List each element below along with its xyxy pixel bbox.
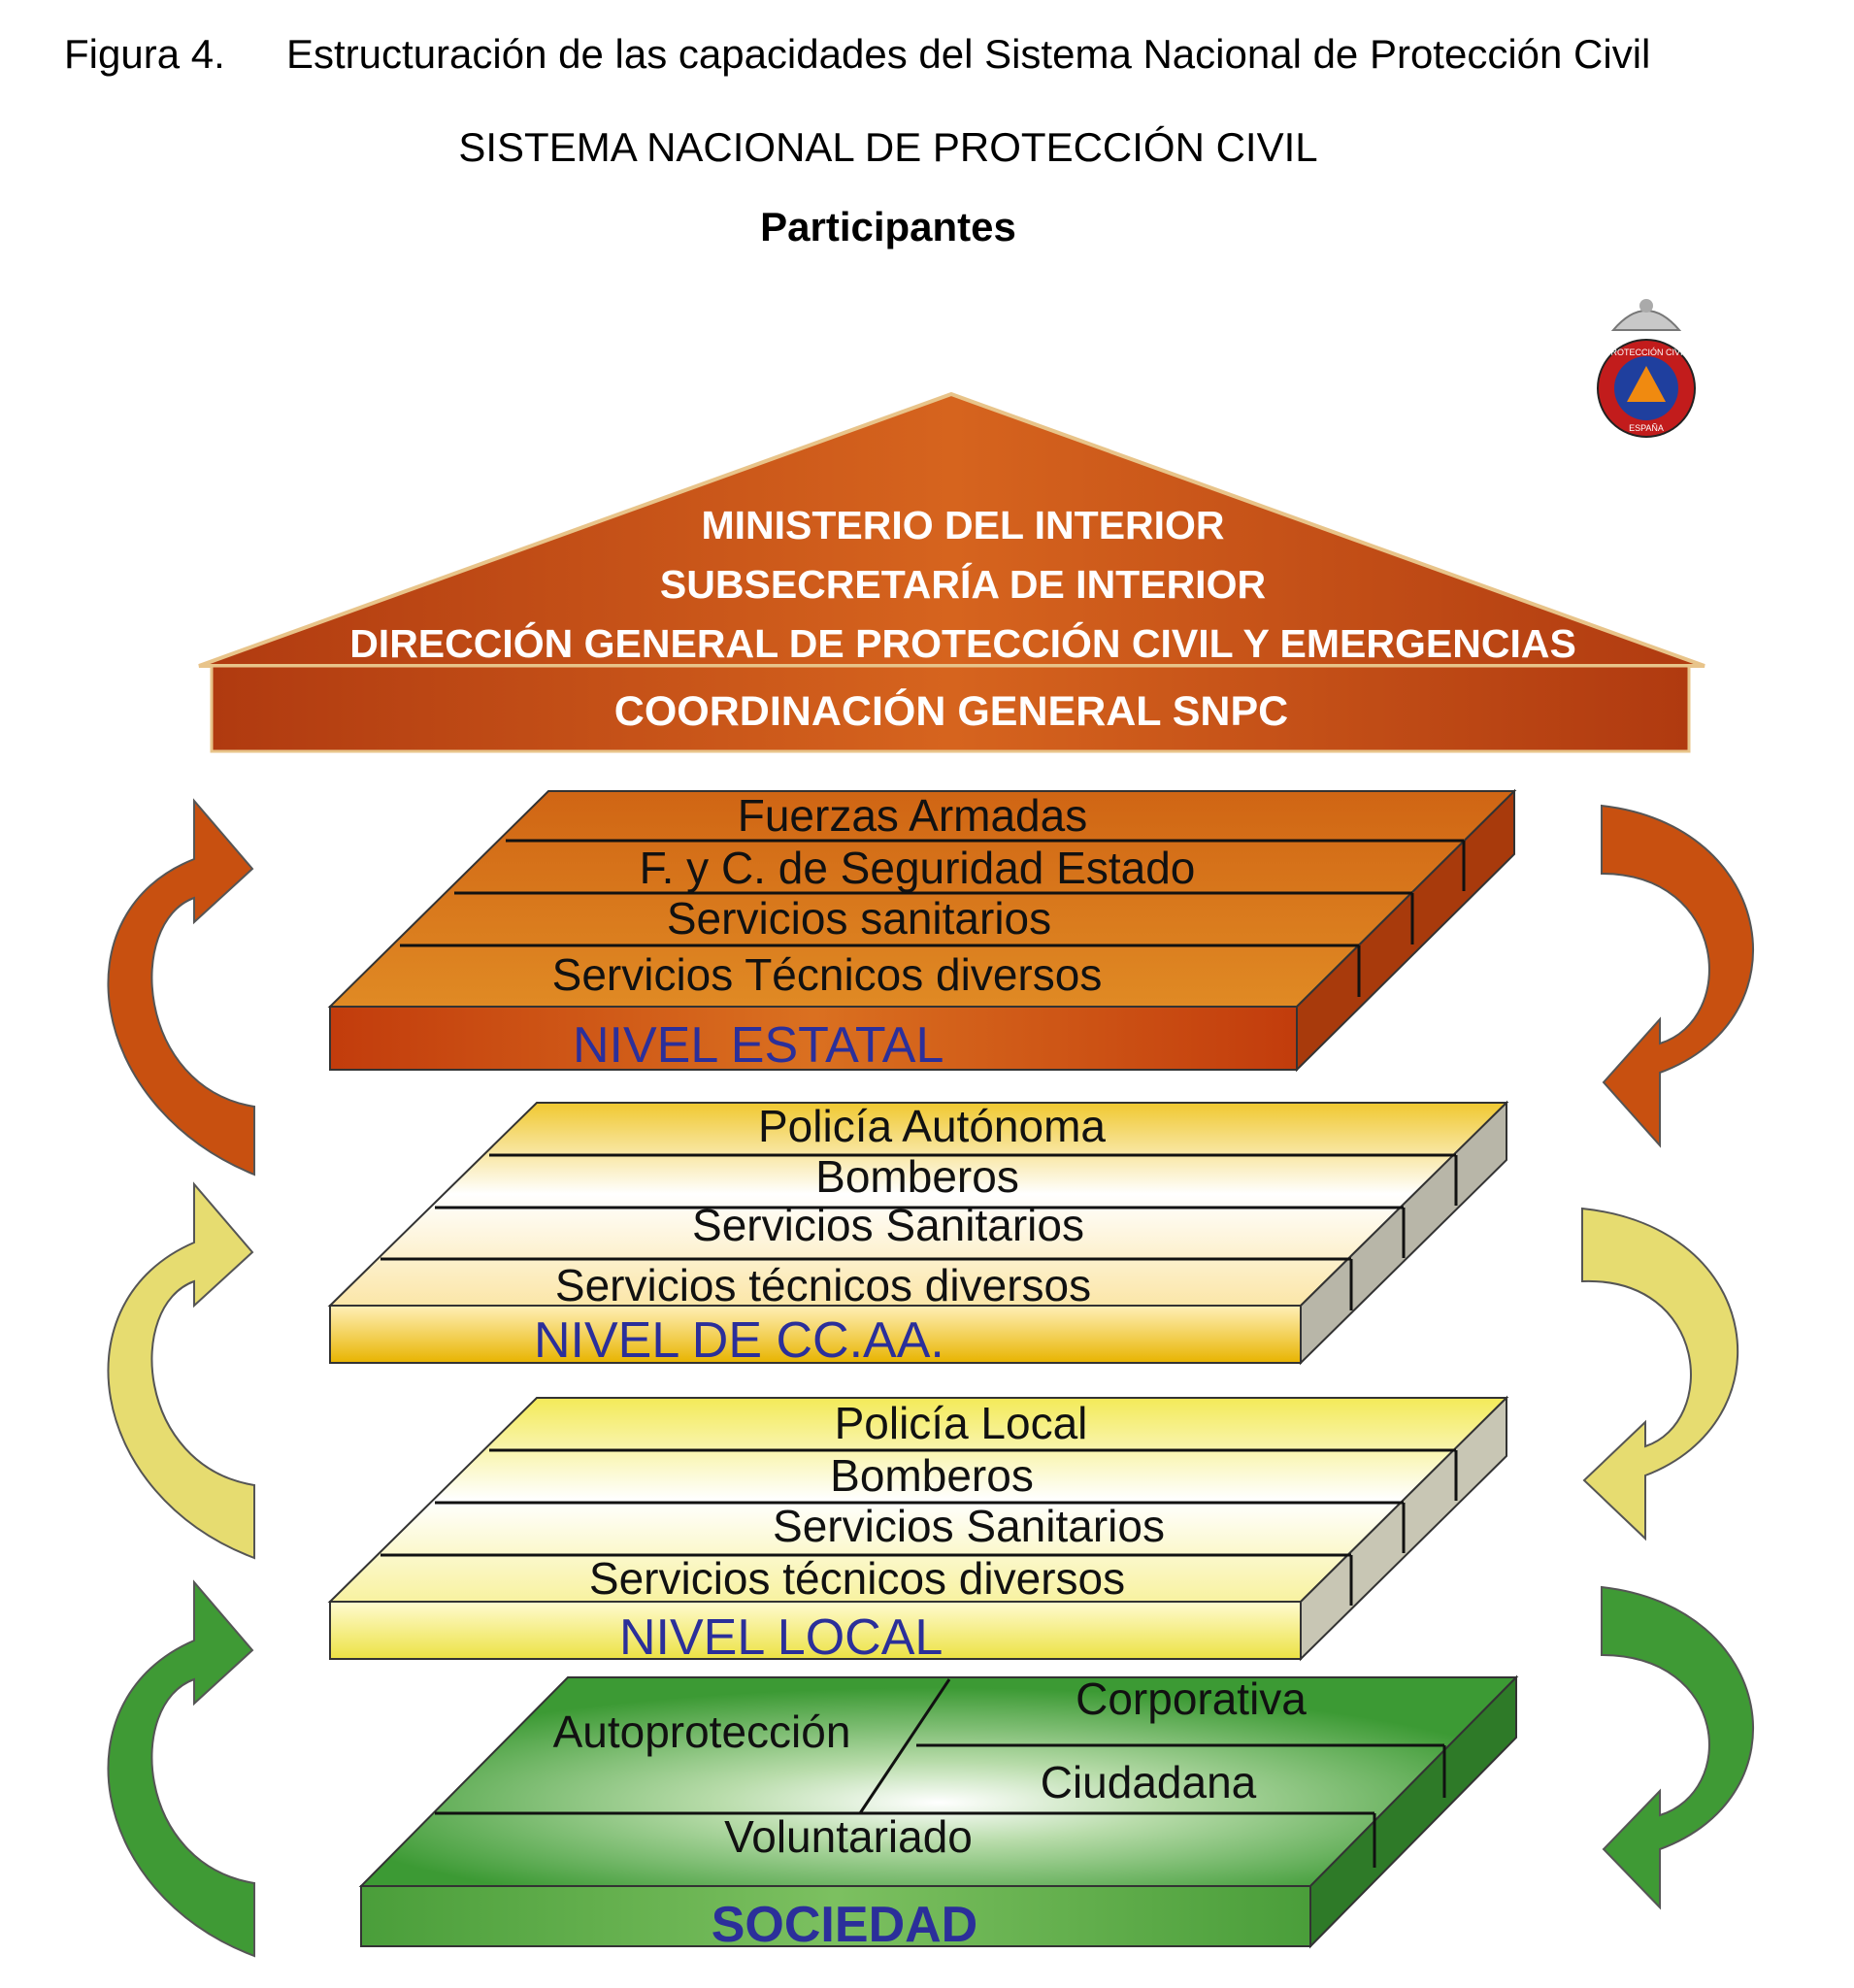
local-item-sanitarios: Servicios Sanitarios xyxy=(773,1501,1165,1551)
ccaa-item-bomberos: Bomberos xyxy=(815,1151,1019,1202)
society-ciudadana: Ciudadana xyxy=(1041,1757,1257,1807)
emblem-text-top: PROTECCIÓN CIVIL xyxy=(1605,348,1687,357)
level-name-ccaa: NIVEL DE CC.AA. xyxy=(534,1312,944,1369)
curved-arrow-icon xyxy=(1601,1585,1754,1910)
local-item-tecnicos: Servicios técnicos diversos xyxy=(589,1553,1125,1604)
emblem-text-bottom: ESPAÑA xyxy=(1629,423,1664,433)
level-ccaa: Policía Autónoma Bomberos Servicios Sani… xyxy=(327,1100,1509,1369)
level-name-sociedad: SOCIEDAD xyxy=(712,1897,977,1953)
curved-arrow-icon xyxy=(1581,1207,1738,1541)
society-autoproteccion: Autoprotección xyxy=(553,1706,851,1757)
local-item-policia-local: Policía Local xyxy=(835,1398,1088,1448)
estatal-item-sanitarios: Servicios sanitarios xyxy=(667,893,1051,944)
curved-arrow-icon xyxy=(107,798,255,1176)
level-name-local: NIVEL LOCAL xyxy=(619,1609,943,1666)
level-local: Policía Local Bomberos Servicios Sanitar… xyxy=(327,1395,1509,1666)
society-voluntariado: Voluntariado xyxy=(724,1811,973,1862)
level-sociedad: Autoprotección Corporativa Ciudadana Vol… xyxy=(358,1673,1519,1953)
system-title: SISTEMA NACIONAL DE PROTECCIÓN CIVIL xyxy=(458,124,1318,170)
curved-arrow-icon xyxy=(107,1579,255,1958)
curved-arrow-icon xyxy=(107,1181,255,1560)
ccaa-item-sanitarios: Servicios Sanitarios xyxy=(692,1200,1084,1250)
level-estatal: Fuerzas Armadas F. y C. de Seguridad Est… xyxy=(327,788,1517,1074)
roof-line-direccion: DIRECCIÓN GENERAL DE PROTECCIÓN CIVIL Y … xyxy=(349,621,1576,666)
diagram-subtitle: Participantes xyxy=(760,204,1016,249)
ccaa-item-tecnicos: Servicios técnicos diversos xyxy=(555,1260,1091,1310)
society-corporativa: Corporativa xyxy=(1076,1673,1307,1724)
roof-line-subsecretaria: SUBSECRETARÍA DE INTERIOR xyxy=(660,562,1266,607)
roof-base xyxy=(210,664,1691,753)
ccaa-item-policia-autonoma: Policía Autónoma xyxy=(758,1101,1106,1151)
level-name-estatal: NIVEL ESTATAL xyxy=(573,1017,944,1074)
local-item-bomberos: Bomberos xyxy=(830,1450,1034,1501)
figure-caption-text: Estructuración de las capacidades del Si… xyxy=(286,31,1651,77)
estatal-item-fuerzas-armadas: Fuerzas Armadas xyxy=(738,790,1087,841)
roof-coordination: COORDINACIÓN GENERAL SNPC xyxy=(614,687,1288,735)
roof-line-ministry: MINISTERIO DEL INTERIOR xyxy=(701,503,1224,547)
figure-label: Figura 4. xyxy=(64,31,225,77)
curved-arrow-icon xyxy=(1601,804,1754,1148)
estatal-item-tecnicos: Servicios Técnicos diversos xyxy=(552,949,1103,1000)
roof-block: MINISTERIO DEL INTERIOR SUBSECRETARÍA DE… xyxy=(198,391,1705,753)
civil-protection-emblem-icon: PROTECCIÓN CIVIL ESPAÑA xyxy=(1597,299,1696,438)
estatal-item-seguridad-estado: F. y C. de Seguridad Estado xyxy=(640,843,1196,893)
